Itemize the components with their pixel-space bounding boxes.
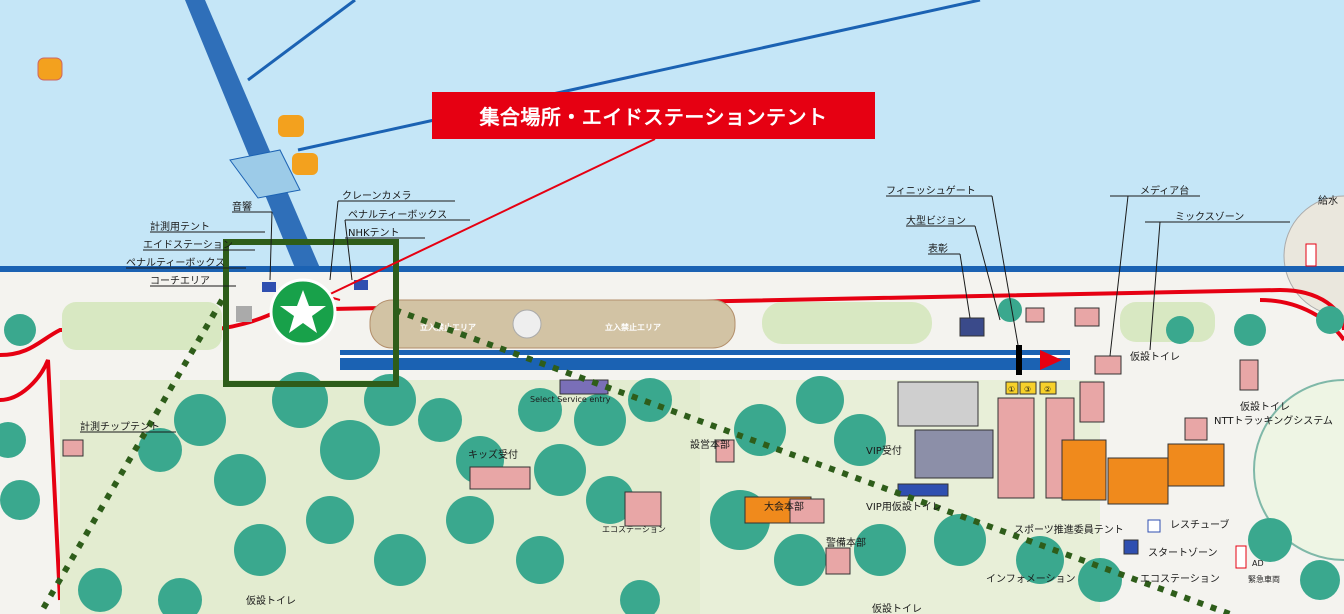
map-label: 仮設トイレ [872,602,922,614]
tent-number: ② [1044,385,1051,394]
course-curve-right [1259,298,1344,342]
map-label: エコステーション [1140,574,1220,585]
map-label: クレーンカメラ [342,190,412,202]
course-line-red [0,287,1344,357]
map-label: ペナルティーボックス [348,209,447,221]
zone-label: 立入禁止エリア [605,322,661,332]
fountain [512,309,542,339]
map-label: 大会本部 [764,500,804,513]
map-label: 音響 [232,200,252,213]
arrow-right-icon [1040,350,1062,370]
leader-line-left [37,298,225,614]
buoy-line-1 [247,0,356,82]
round-plaza-bottom [1253,379,1344,561]
map-label: 緊急車両 [1248,574,1280,584]
buoy [278,115,304,137]
map-label: NTTトラッキングシステム [1214,414,1333,427]
map-label: フィニッシュゲート [886,185,976,197]
map-label: 大型ビジョン [906,214,966,227]
finish-line [1016,345,1022,375]
map-label: キッズ受付 [468,448,518,461]
map-label: エコステーション [602,525,666,534]
map-label: メディア台 [1140,184,1189,197]
buoy [37,57,63,81]
map-label: Select Service entry [530,395,611,404]
label-leaders [80,195,1290,433]
map-label: VIP用仮設トイレ [866,500,942,513]
callout-pointer [325,138,656,297]
map-label: コーチエリア [150,275,210,287]
finish-straight [340,350,1070,370]
tent-number: ③ [1024,385,1031,394]
map-label: ミックスゾーン [1175,211,1244,223]
map-label: インフォメーション [986,574,1076,585]
course-line-left [0,359,62,601]
map-label: 警備本部 [826,536,866,549]
assembly-callout: 集合場所・エイドステーションテント [432,92,875,139]
ad-label: AD [1252,559,1264,568]
star-icon[interactable] [269,278,337,346]
map-label: 表彰 [928,242,948,255]
map-label: 給水 [1318,194,1338,207]
buoy [292,153,318,175]
map-label: エイドステーション [143,240,233,251]
buoy-line-2 [297,0,981,152]
map-label: 計測チップテント [80,420,160,433]
pier [185,0,320,268]
tent-group [62,243,1317,575]
course-line-top [0,266,1344,272]
pontoon [229,149,301,199]
map-label: 仮設トイレ [246,594,296,607]
map-label: スタートゾーン [1148,547,1218,559]
map-label: ペナルティーボックス [126,257,225,269]
map-label: NHKテント [348,228,400,239]
map-label: 仮設トイレ [1240,400,1290,413]
map-label: スポーツ推進委員テント [1014,523,1124,536]
tent-number: ① [1008,385,1015,394]
zone-label: 立入禁止エリア [420,322,476,332]
map-label: 仮設トイレ [1130,350,1180,363]
highlight-frame [223,239,399,387]
map-label: 設営本部 [690,438,730,451]
finish-straight-stripe [340,355,1070,358]
lawn [762,302,932,344]
map-label: VIP受付 [866,444,902,457]
lawn [62,302,222,350]
map-label: レスチューブ [1170,518,1229,531]
map-label: 計測用テント [150,220,210,233]
